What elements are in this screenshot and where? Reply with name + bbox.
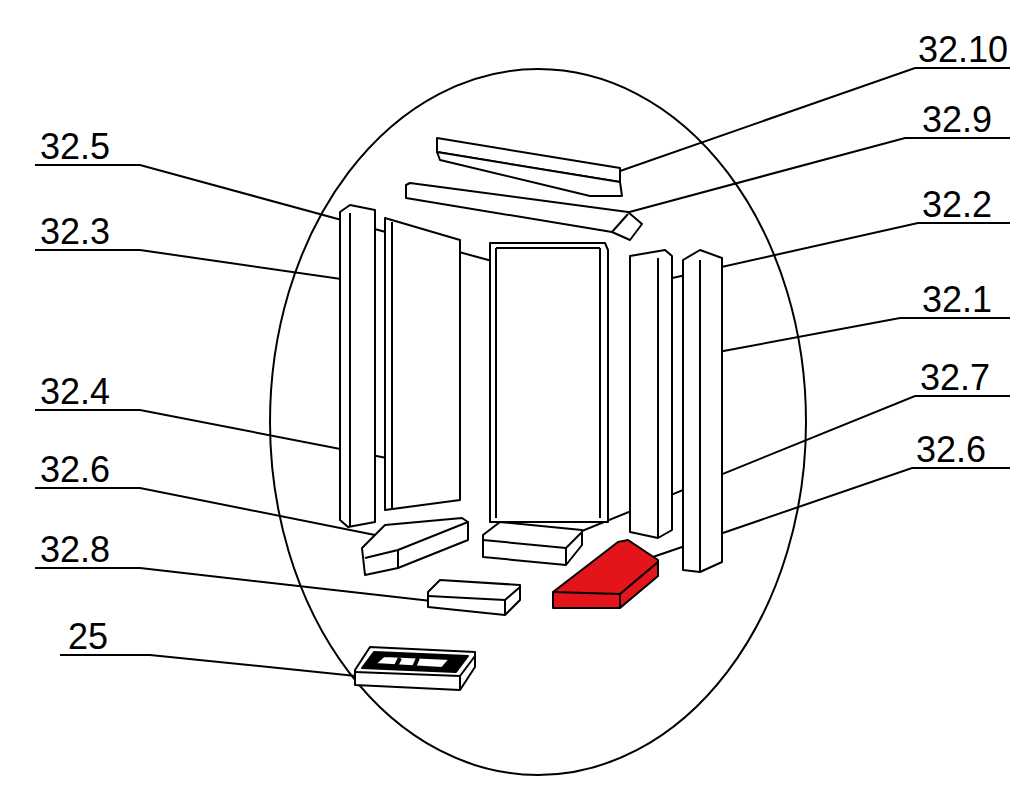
callout-number: 32.9 bbox=[922, 102, 992, 138]
side-brick bbox=[683, 250, 722, 572]
callout-number: 25 bbox=[68, 619, 108, 655]
callout-number: 32.8 bbox=[40, 532, 110, 568]
leader-line bbox=[615, 468, 1010, 570]
callout-number: 32.10 bbox=[918, 32, 1008, 68]
side-brick bbox=[340, 205, 375, 527]
leader-line bbox=[718, 318, 1010, 352]
back-brick bbox=[490, 243, 608, 522]
callout-number: 32.7 bbox=[920, 360, 990, 396]
side-brick bbox=[630, 250, 672, 538]
floor-brick bbox=[483, 522, 582, 565]
callout-number: 32.1 bbox=[922, 282, 992, 318]
callout-number: 32.6 bbox=[916, 432, 986, 468]
leader-line bbox=[540, 396, 1010, 548]
baffle-plate bbox=[406, 183, 642, 240]
callout-number: 32.5 bbox=[40, 129, 110, 165]
side-brick bbox=[385, 218, 460, 510]
highlighted-floor-brick bbox=[553, 540, 658, 608]
callout-number: 32.4 bbox=[40, 374, 110, 410]
leader-line bbox=[35, 568, 458, 604]
leader-line bbox=[35, 250, 362, 282]
callout-number: 32.3 bbox=[40, 214, 110, 250]
leader-line bbox=[60, 655, 356, 676]
ash-tray bbox=[355, 647, 475, 690]
callout-number: 32.6 bbox=[40, 452, 110, 488]
callout-number: 32.2 bbox=[922, 187, 992, 223]
floor-brick bbox=[428, 580, 520, 615]
detail-circle bbox=[270, 69, 806, 775]
floor-brick bbox=[362, 518, 468, 575]
leader-line bbox=[600, 68, 1010, 178]
